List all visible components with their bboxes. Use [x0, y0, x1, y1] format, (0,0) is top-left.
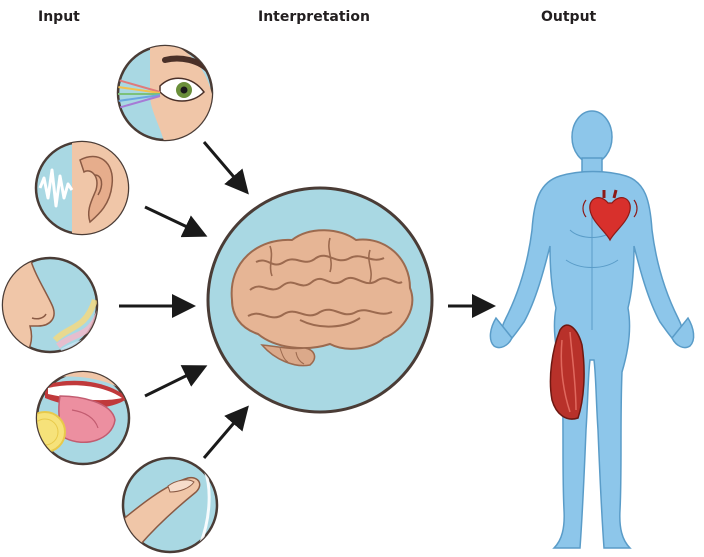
- interpretation-heading: Interpretation: [258, 9, 370, 25]
- tongue-icon: [37, 372, 129, 453]
- heart-icon: [582, 189, 638, 242]
- left-hand: [489, 316, 513, 349]
- input-heading: Input: [38, 9, 80, 25]
- eye-icon: [118, 46, 212, 140]
- arrow-taste: [144, 365, 208, 398]
- hearing-input: [34, 140, 130, 236]
- right-hand: [671, 316, 695, 349]
- output-heading: Output: [541, 9, 597, 25]
- arrow-sight: [202, 141, 249, 195]
- sight-input: [116, 44, 214, 142]
- arrow-touch: [202, 405, 249, 459]
- input-arrows: [119, 141, 249, 459]
- thigh-muscle-icon: [549, 324, 585, 420]
- arrow-hearing: [144, 205, 208, 238]
- sound-wave-icon: [38, 168, 74, 208]
- touch-input: [121, 456, 219, 554]
- smell-input: [1, 256, 99, 354]
- interpretation-brain: [206, 186, 434, 414]
- taste-input: [35, 370, 131, 466]
- cerebellum: [260, 344, 316, 367]
- human-body-icon: [489, 110, 695, 549]
- brain-icon: [230, 229, 414, 367]
